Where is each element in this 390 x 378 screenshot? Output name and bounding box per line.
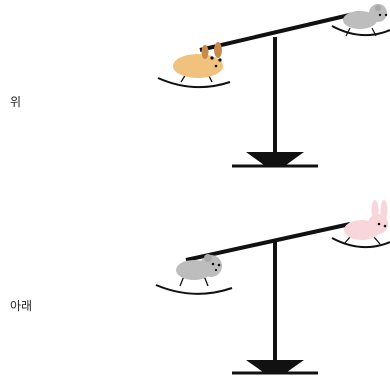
scenario-label-top: 위 [10, 95, 22, 109]
scale-pan-right-top [331, 25, 390, 37]
scale-pan-left-bottom [155, 284, 233, 295]
scale-beam-top [199, 11, 359, 52]
scale-base-bottom [246, 360, 304, 372]
scale-beam-bottom [185, 222, 351, 262]
hamster-icon [173, 42, 223, 83]
balance-scale-bottom [155, 200, 390, 375]
scale-pan-right-bottom [331, 237, 390, 249]
scenario-label-bottom: 아래 [10, 299, 33, 313]
balance-scale-top [157, 4, 390, 168]
scale-pan-left-top [157, 77, 231, 89]
mouse-icon-bottom [176, 254, 222, 287]
mouse-icon-top [343, 4, 388, 37]
scale-base-top [246, 152, 304, 165]
rabbit-icon [343, 200, 388, 245]
